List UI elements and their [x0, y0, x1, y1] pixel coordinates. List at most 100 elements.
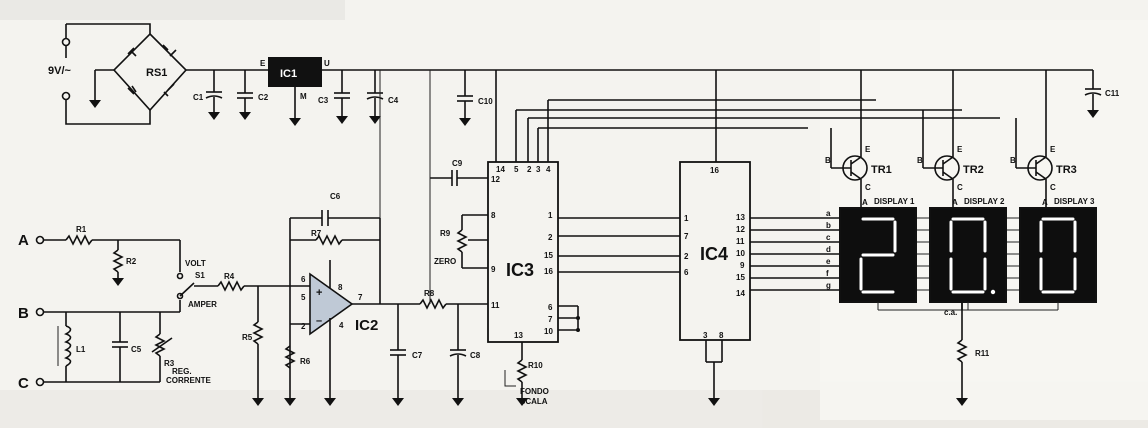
- transistor-tr3: TR3 B E C: [1010, 70, 1077, 208]
- r11-label: R11: [975, 349, 990, 358]
- ic3-pin: 8: [491, 211, 496, 220]
- ic4-pin: 2: [684, 252, 689, 261]
- collector-label: C: [957, 183, 963, 192]
- input-b-label: B: [18, 305, 29, 322]
- c4-label: C4: [388, 96, 399, 105]
- emitter-label: E: [865, 145, 871, 154]
- ic3-pin: 14: [496, 165, 505, 174]
- display3-label: DISPLAY 3: [1054, 197, 1095, 206]
- input-c-label: C: [18, 375, 29, 392]
- r9-label: R9: [440, 229, 451, 238]
- tr3-label: TR3: [1056, 164, 1077, 176]
- zero-label: ZERO: [434, 257, 456, 266]
- emitter-label: E: [1050, 145, 1056, 154]
- ic4-pin: 12: [736, 225, 745, 234]
- ic4-pin: 16: [710, 166, 719, 175]
- ampere-label: AMPER: [188, 300, 217, 309]
- seven-segment-display1: DISPLAY 1 A: [839, 197, 917, 310]
- r1-label: R1: [76, 225, 87, 234]
- trimmer-r9: [456, 229, 468, 253]
- opamp-ic2: [309, 272, 354, 336]
- ic1-label: IC1: [280, 68, 297, 80]
- reg-corrente-label-1: REG.: [172, 367, 192, 376]
- ic2-pin: 2: [301, 322, 306, 331]
- r7-label: R7: [311, 229, 322, 238]
- l1-label: L1: [76, 345, 86, 354]
- ic2-pin: 4: [339, 321, 344, 330]
- ic1-e-label: E: [260, 59, 266, 68]
- ic3-section: IC3 14 5 2 3 4 12 8 9 11 1 2 15 16 6 7 1…: [429, 70, 1000, 406]
- collector-label: C: [865, 183, 871, 192]
- segment-label: c: [826, 233, 831, 242]
- inductor-l1: [64, 325, 72, 367]
- c5-label: C5: [131, 345, 142, 354]
- input-terminal-c: [35, 377, 45, 387]
- resistor-r6: [284, 345, 296, 369]
- base-label: B: [917, 156, 923, 165]
- r4-label: R4: [224, 272, 235, 281]
- ca-label: c.a.: [944, 308, 957, 317]
- decimal-point: [990, 289, 996, 295]
- ic3-pin: 15: [544, 251, 553, 260]
- resistor-r5: [252, 321, 264, 345]
- resistor-r3: [154, 333, 166, 357]
- ic4-pin: 7: [684, 232, 689, 241]
- ic3-pin: 2: [527, 165, 532, 174]
- ic3-pin: 1: [548, 211, 553, 220]
- base-label: B: [1010, 156, 1016, 165]
- anode-label: A: [1042, 198, 1048, 207]
- display1-label: DISPLAY 1: [874, 197, 915, 206]
- display2-label: DISPLAY 2: [964, 197, 1005, 206]
- resistor-r4: [217, 280, 245, 292]
- ic3-pin: 12: [491, 175, 500, 184]
- collector-label: C: [1050, 183, 1056, 192]
- ic4-label: IC4: [700, 244, 728, 264]
- ic1-m-label: M: [300, 92, 307, 101]
- c11-label: C11: [1105, 89, 1120, 98]
- ic4-pin: 8: [719, 331, 724, 340]
- c9-label: C9: [452, 159, 463, 168]
- ic2-label: IC2: [355, 317, 378, 334]
- ic4-pin: 6: [684, 268, 689, 277]
- ic4-pin: 3: [703, 331, 708, 340]
- ic4-pin: 1: [684, 214, 689, 223]
- seven-segment-display3: DISPLAY 3 A: [1019, 197, 1097, 310]
- supply-terminal-bottom: [61, 91, 71, 101]
- c7-label: C7: [412, 351, 423, 360]
- opamp-plus: +: [316, 287, 322, 299]
- rs1-label: RS1: [146, 67, 167, 79]
- seven-segment-display2: DISPLAY 2A: [929, 197, 1007, 310]
- tr2-label: TR2: [963, 164, 984, 176]
- ic4-chip: [679, 161, 751, 341]
- ic3-pin: 6: [548, 303, 553, 312]
- ic4-pin: 10: [736, 249, 745, 258]
- r5-label: R5: [242, 333, 253, 342]
- ic3-pin: 13: [514, 331, 523, 340]
- segment-label: f: [826, 269, 829, 278]
- resistor-r2: [112, 249, 124, 273]
- input-section: A R1 R2 VOLT S1 AMPER R4 R5 B C: [18, 225, 310, 406]
- bridge-rectifier-rs1: [112, 32, 188, 112]
- s1-label: S1: [195, 271, 205, 280]
- c2-label: C2: [258, 93, 269, 102]
- opamp-minus: –: [316, 315, 322, 327]
- anode-label: A: [862, 198, 868, 207]
- ic4-pin: 13: [736, 213, 745, 222]
- input-terminal-b: [35, 307, 45, 317]
- ic3-pin: 11: [491, 301, 500, 310]
- c1-label: C1: [193, 93, 204, 102]
- ground-symbol: [89, 88, 101, 108]
- resistor-r8: [419, 298, 447, 310]
- r8-label: R8: [424, 289, 435, 298]
- ic4-pin: 9: [740, 261, 745, 270]
- ic3-pin: 4: [546, 165, 551, 174]
- power-supply-section: 9V/~ RS1 C1 C2: [48, 23, 1120, 126]
- r10-label: R10: [528, 361, 543, 370]
- fondo-scala-label-1: FONDO: [520, 387, 549, 396]
- ic3-pin: 2: [548, 233, 553, 242]
- reg-corrente-label-2: CORRENTE: [166, 376, 212, 385]
